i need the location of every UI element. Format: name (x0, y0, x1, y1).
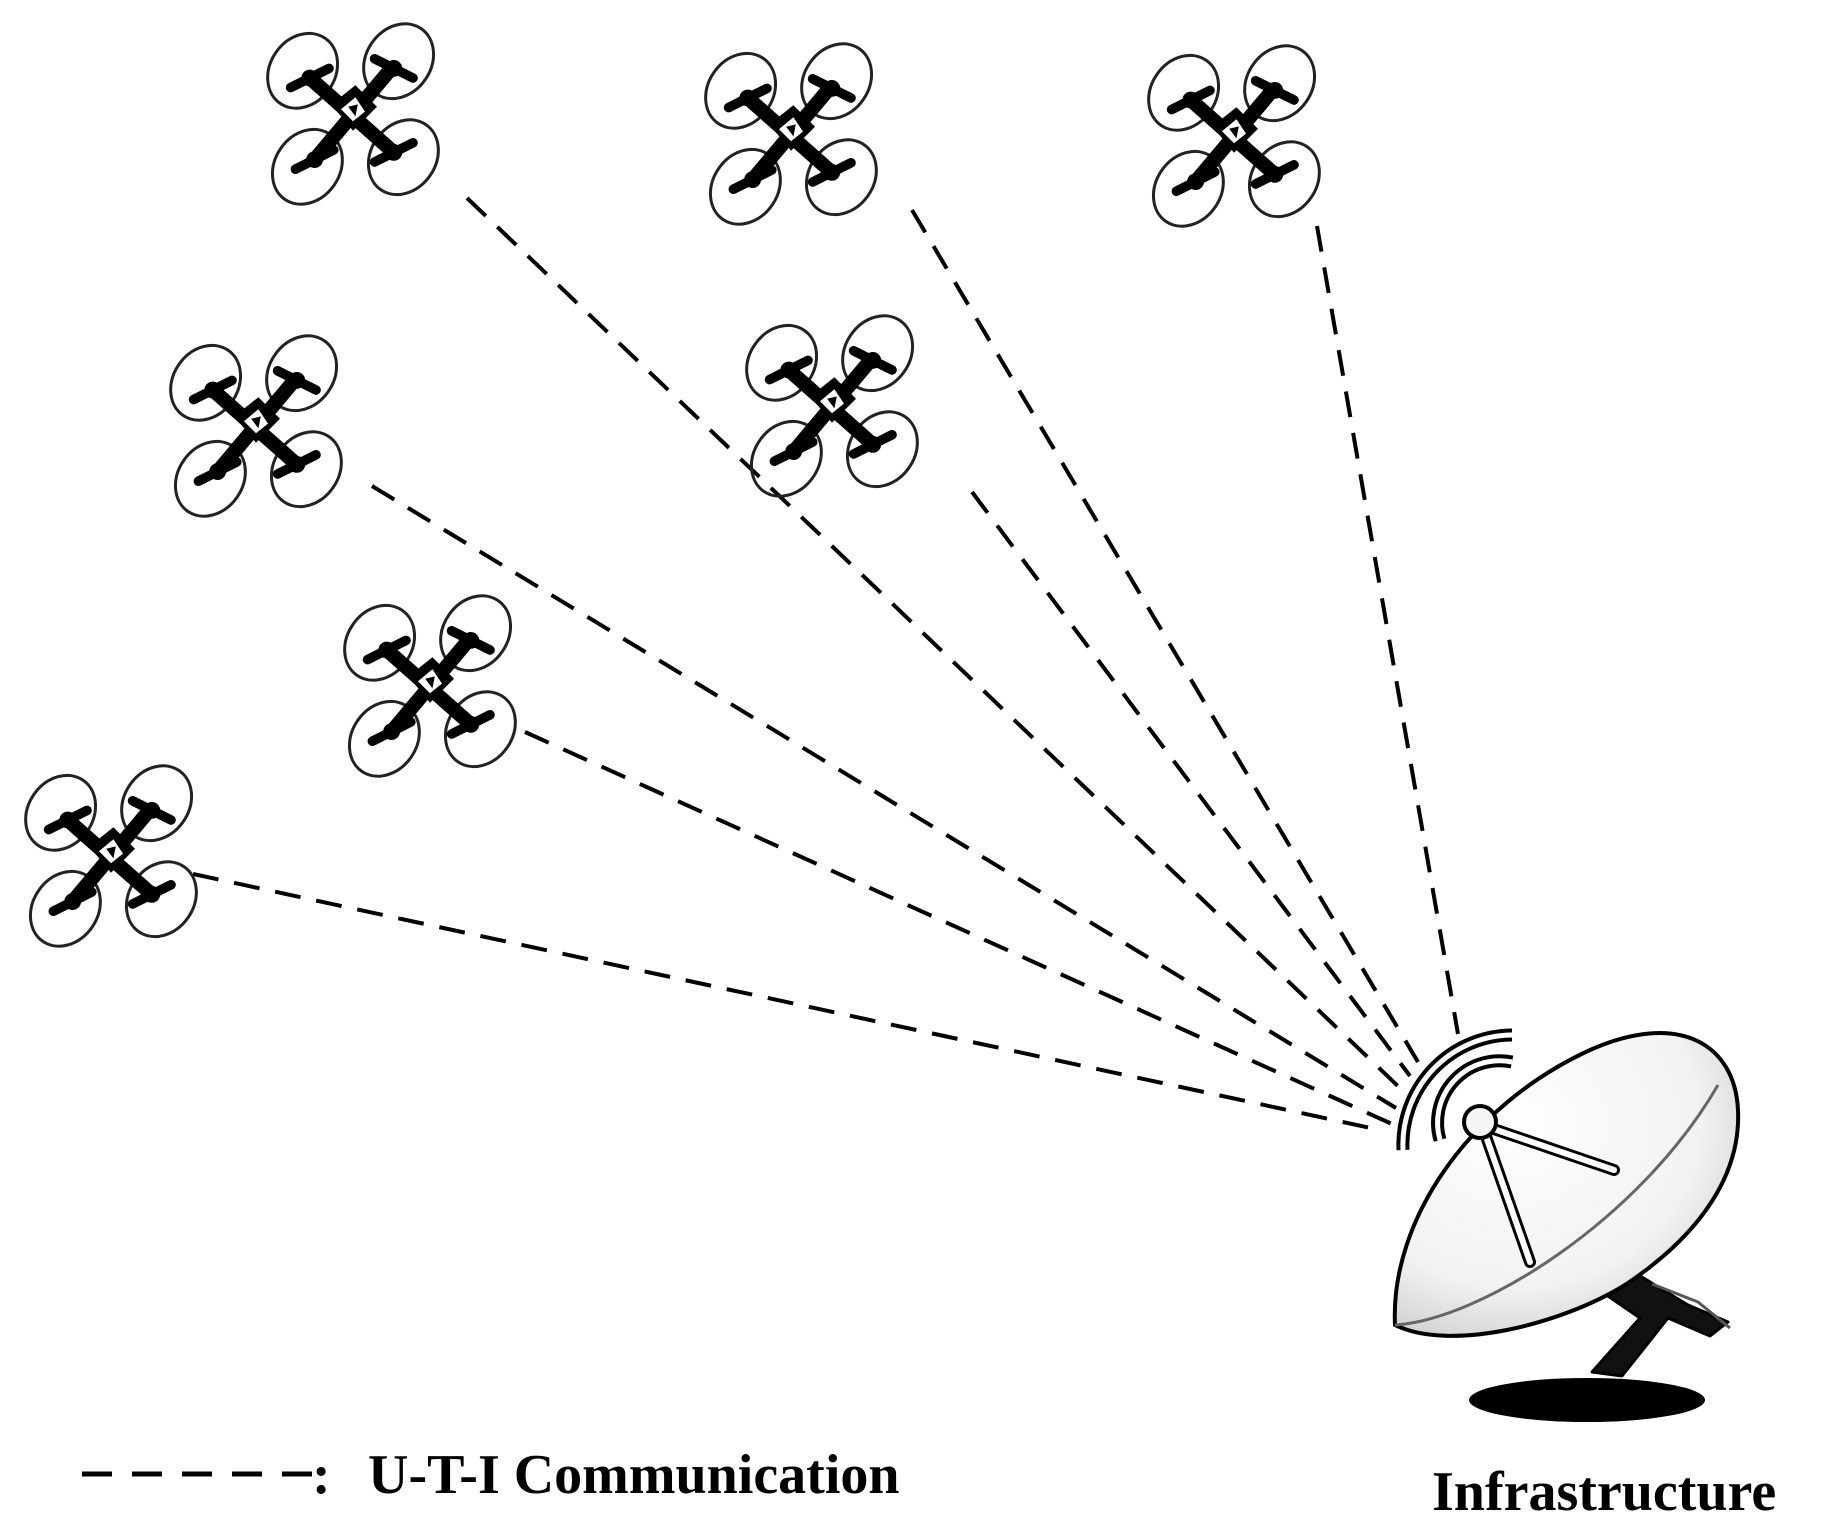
legend-separator: : (312, 1444, 331, 1506)
legend: : U-T-I Communication (82, 1444, 900, 1506)
quadcopter-drone-icon (156, 322, 355, 530)
quadcopter-drone-icon (732, 302, 931, 510)
infrastructure-label: Infrastructure (1432, 1461, 1776, 1523)
link-drone-3 (1315, 225, 1460, 1035)
quadcopter-drone-icon (253, 10, 452, 218)
link-drone-7 (192, 872, 1381, 1132)
drones (11, 10, 1333, 960)
quadcopter-drone-icon (11, 752, 210, 960)
quadcopter-drone-icon (330, 582, 529, 790)
link-drone-5 (970, 490, 1412, 1078)
satellite-dish-icon (1392, 1028, 1741, 1422)
link-drone-4 (370, 484, 1398, 1110)
link-drone-2 (910, 208, 1420, 1064)
link-drone-1 (465, 196, 1402, 1090)
legend-label: U-T-I Communication (368, 1444, 900, 1506)
link-drone-6 (524, 730, 1393, 1126)
communication-links (192, 196, 1460, 1132)
quadcopter-drone-icon (1134, 32, 1333, 240)
quadcopter-drone-icon (691, 30, 890, 238)
